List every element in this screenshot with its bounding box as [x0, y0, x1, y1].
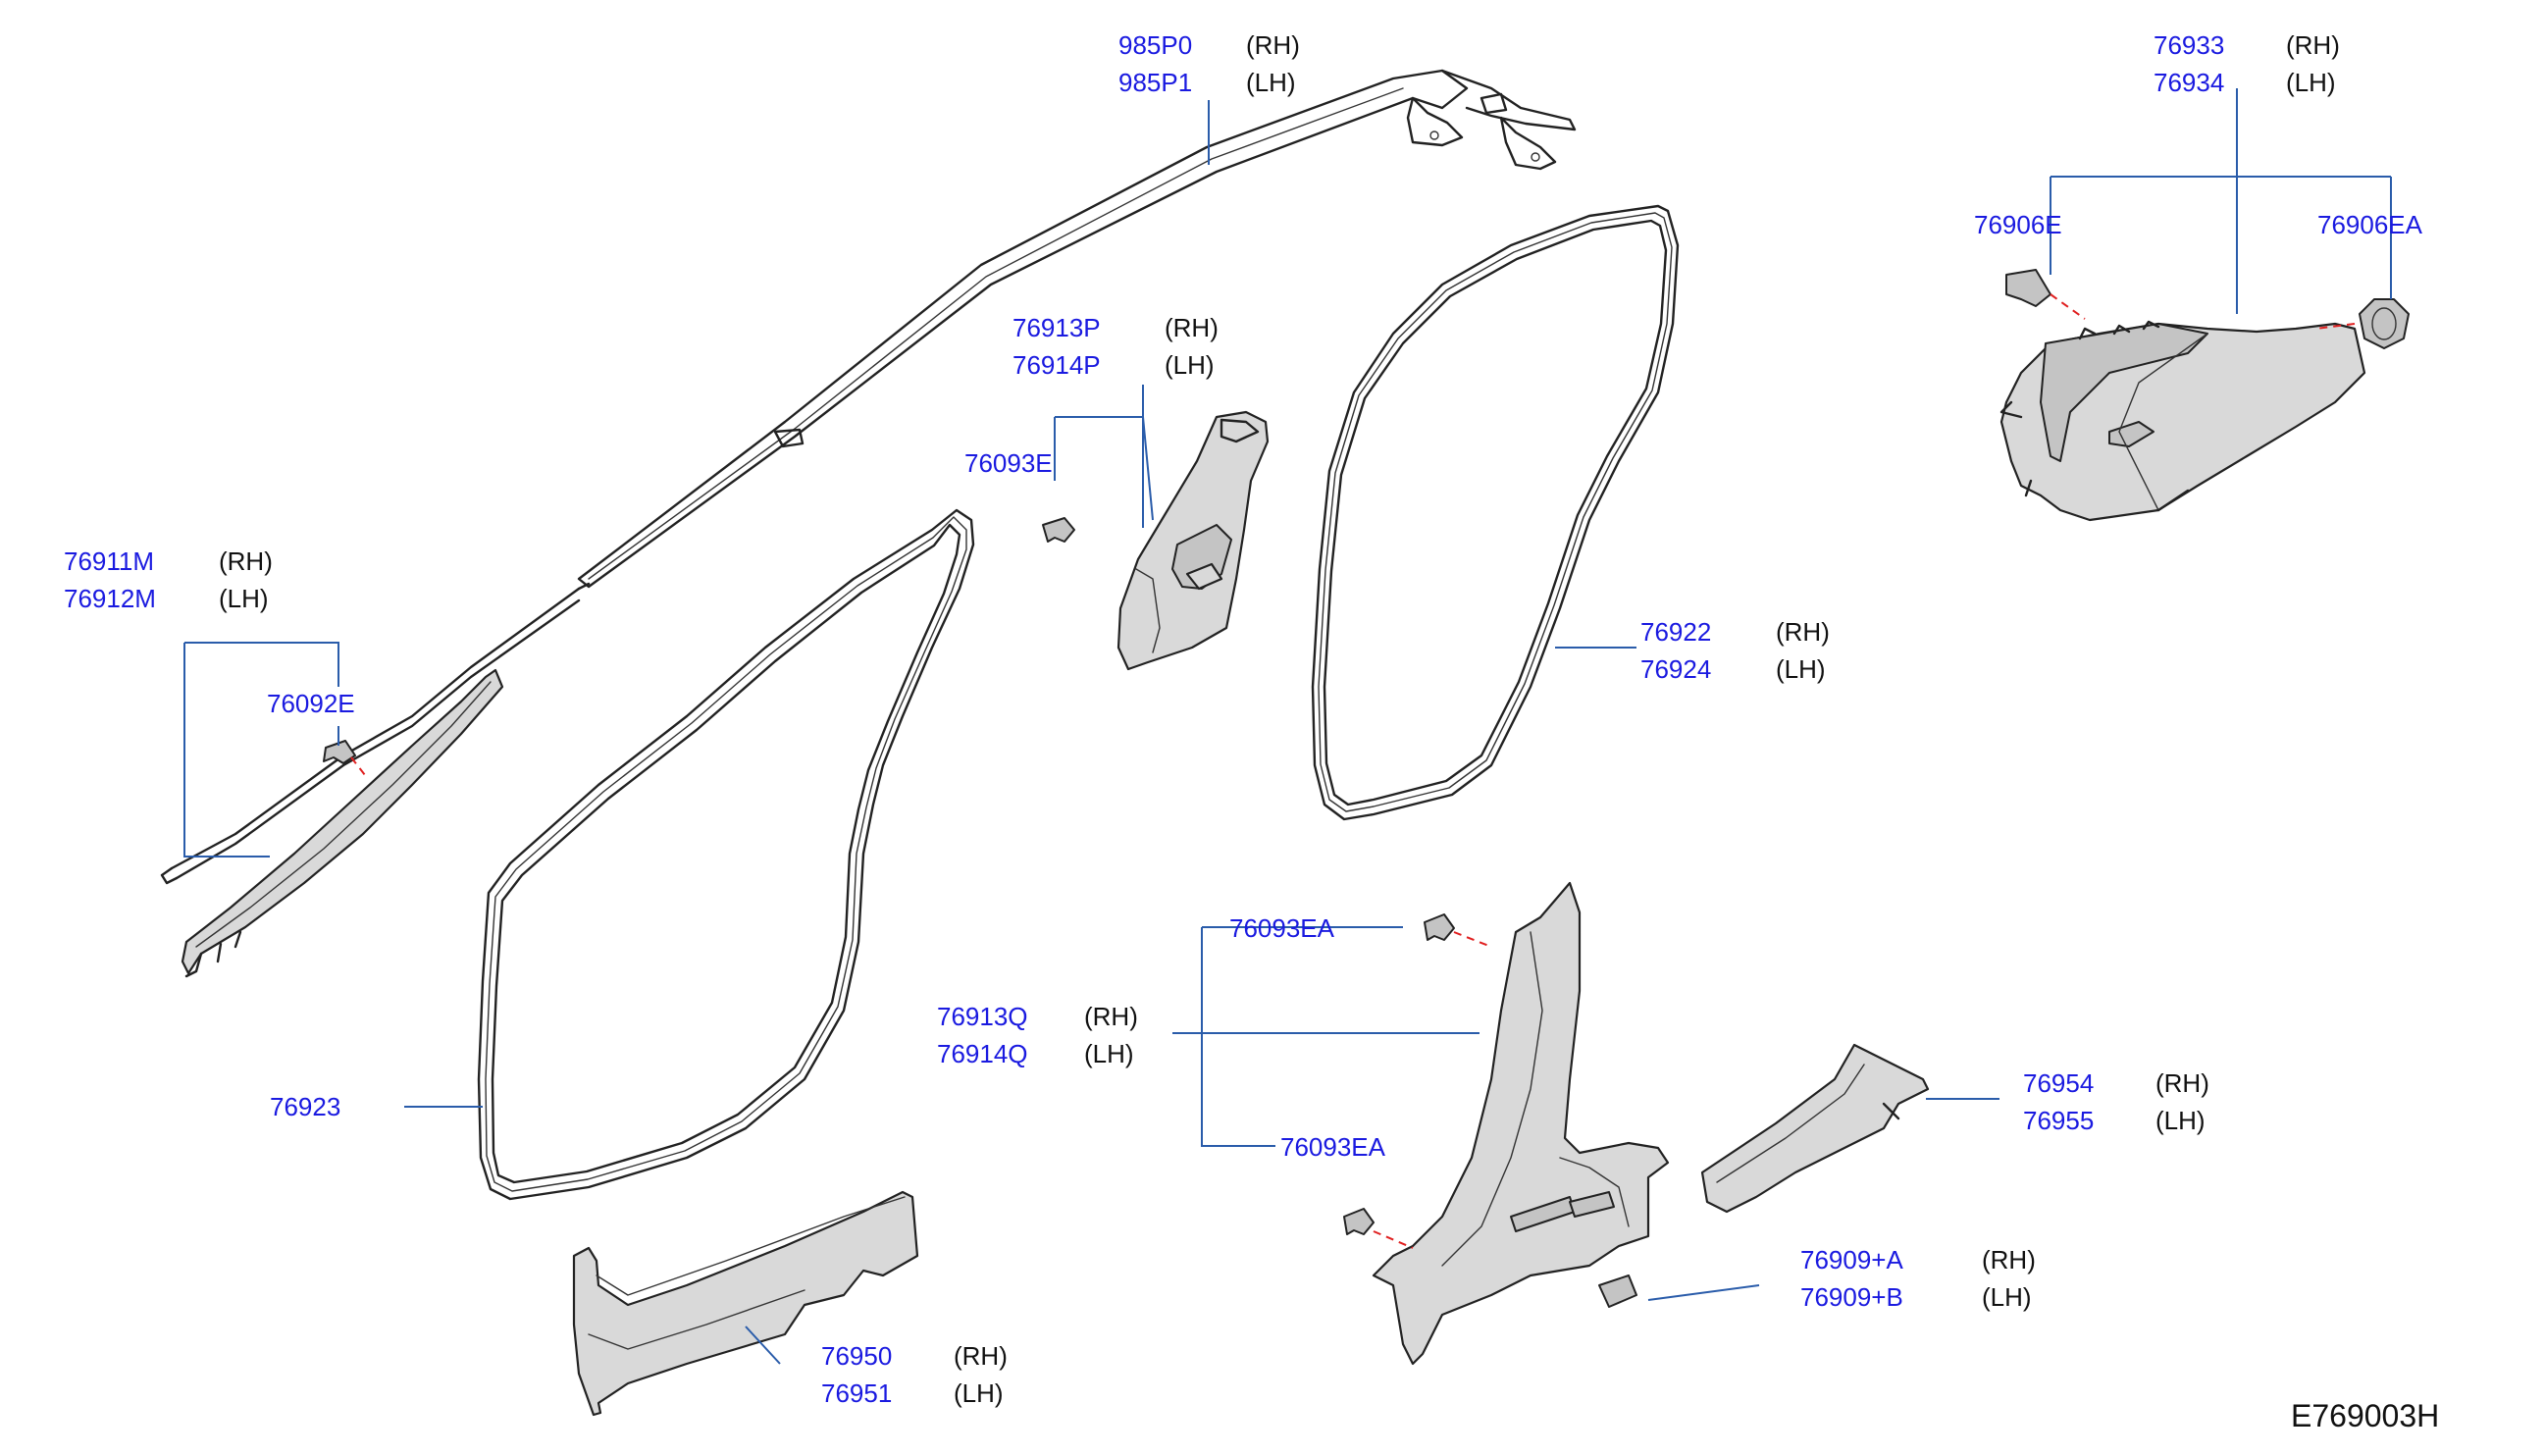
- clip-76092e[interactable]: [323, 740, 366, 776]
- side-indicator: (RH): [1776, 617, 1830, 647]
- part-number-76914p[interactable]: 76914P: [1012, 350, 1101, 380]
- clip-76093e[interactable]: [1042, 517, 1075, 543]
- side-indicator: (LH): [2286, 68, 2336, 97]
- part-number-76933[interactable]: 76933: [2154, 30, 2225, 60]
- callout-rear-pillar-finisher: 76933 (RH) 76934 (LH): [2154, 30, 2340, 97]
- center-pillar-upper-garnish[interactable]: [1116, 410, 1270, 671]
- clip-76093ea-lower[interactable]: [1343, 1208, 1414, 1249]
- part-number-76911m[interactable]: 76911M: [64, 546, 155, 576]
- part-number-76906e[interactable]: 76906E: [1974, 210, 2062, 239]
- side-indicator: (LH): [1246, 68, 1296, 97]
- part-number-76955[interactable]: 76955: [2023, 1106, 2095, 1135]
- callout-clip-76093ea-upper: 76093EA: [1229, 914, 1334, 942]
- callout-rear-door-weatherstrip: 76922 (RH) 76924 (LH): [1640, 617, 1830, 684]
- side-indicator: (LH): [219, 584, 269, 613]
- part-number-76914q[interactable]: 76914Q: [937, 1039, 1028, 1068]
- part-number-76909a[interactable]: 76909+A: [1800, 1245, 1903, 1274]
- part-number-985p0[interactable]: 985P0: [1118, 30, 1193, 60]
- part-number-76092e[interactable]: 76092E: [267, 689, 355, 718]
- part-number-76909b[interactable]: 76909+B: [1800, 1282, 1903, 1312]
- side-indicator: (LH): [1084, 1039, 1134, 1068]
- side-indicator: (RH): [219, 546, 273, 576]
- bracket-76909[interactable]: [1598, 1274, 1637, 1308]
- callout-bracket-76909: 76909+A (RH) 76909+B (LH): [1800, 1245, 2036, 1312]
- side-indicator: (RH): [954, 1341, 1008, 1371]
- callout-front-pillar-garnish: 76911M (RH) 76912M (LH): [64, 546, 273, 613]
- front-kicking-plate[interactable]: [572, 1190, 919, 1417]
- callout-center-pillar-upper: 76913P (RH) 76914P (LH): [1012, 313, 1219, 380]
- rear-door-weatherstrip[interactable]: [1311, 204, 1680, 821]
- roof-curtain-airbag[interactable]: [160, 69, 1577, 885]
- side-indicator: (LH): [1982, 1282, 2032, 1312]
- side-indicator: (RH): [2155, 1068, 2209, 1098]
- diagram-code: E769003H: [2291, 1398, 2440, 1433]
- part-number-76093e[interactable]: 76093E: [964, 448, 1053, 478]
- part-number-76093ea[interactable]: 76093EA: [1280, 1132, 1385, 1162]
- side-indicator: (LH): [2155, 1106, 2206, 1135]
- part-number-76923[interactable]: 76923: [270, 1092, 341, 1121]
- callout-roof-curtain: 985P0 (RH) 985P1 (LH): [1118, 30, 1300, 97]
- part-number-76093ea[interactable]: 76093EA: [1229, 913, 1334, 943]
- clip-76906e[interactable]: [2005, 269, 2086, 320]
- leader-lines: [183, 88, 2392, 1365]
- callout-clip-76093ea-lower: 76093EA: [1280, 1133, 1385, 1161]
- callout-front-kicking-plate: 76950 (RH) 76951 (LH): [821, 1341, 1008, 1408]
- callout-clip-76092e: 76092E: [267, 690, 355, 717]
- side-indicator: (RH): [1165, 313, 1219, 342]
- rear-pillar-finisher[interactable]: [1999, 320, 2366, 522]
- front-pillar-garnish[interactable]: [181, 668, 504, 978]
- side-indicator: (RH): [1084, 1002, 1138, 1031]
- part-number-76906ea[interactable]: 76906EA: [2317, 210, 2422, 239]
- part-number-76913q[interactable]: 76913Q: [937, 1002, 1028, 1031]
- center-pillar-lower-garnish[interactable]: [1372, 881, 1670, 1366]
- rear-kicking-plate[interactable]: [1700, 1043, 1930, 1214]
- callout-clip-76093e: 76093E: [964, 449, 1053, 477]
- part-number-76912m[interactable]: 76912M: [64, 584, 156, 613]
- clip-76093ea-upper[interactable]: [1424, 913, 1492, 948]
- part-number-76913p[interactable]: 76913P: [1012, 313, 1101, 342]
- callout-clip-76906e: 76906E: [1974, 211, 2062, 238]
- front-door-weatherstrip[interactable]: [477, 508, 975, 1201]
- clip-76906ea[interactable]: [2314, 298, 2410, 349]
- side-indicator: (LH): [1776, 654, 1826, 684]
- part-number-76934[interactable]: 76934: [2154, 68, 2225, 97]
- part-number-76951[interactable]: 76951: [821, 1378, 893, 1408]
- part-number-76922[interactable]: 76922: [1640, 617, 1712, 647]
- side-indicator: (LH): [954, 1378, 1004, 1408]
- side-indicator: (RH): [1246, 30, 1300, 60]
- callout-clip-76906ea: 76906EA: [2317, 211, 2422, 238]
- part-number-76924[interactable]: 76924: [1640, 654, 1712, 684]
- side-indicator: (RH): [2286, 30, 2340, 60]
- part-number-76950[interactable]: 76950: [821, 1341, 893, 1371]
- callout-rear-kicking-plate: 76954 (RH) 76955 (LH): [2023, 1068, 2209, 1135]
- part-number-985p1[interactable]: 985P1: [1118, 68, 1193, 97]
- side-indicator: (RH): [1982, 1245, 2036, 1274]
- part-number-76954[interactable]: 76954: [2023, 1068, 2095, 1098]
- callout-center-pillar-lower: 76913Q (RH) 76914Q (LH): [937, 1002, 1138, 1068]
- side-indicator: (LH): [1165, 350, 1215, 380]
- callout-front-door-weatherstrip: 76923: [270, 1093, 340, 1120]
